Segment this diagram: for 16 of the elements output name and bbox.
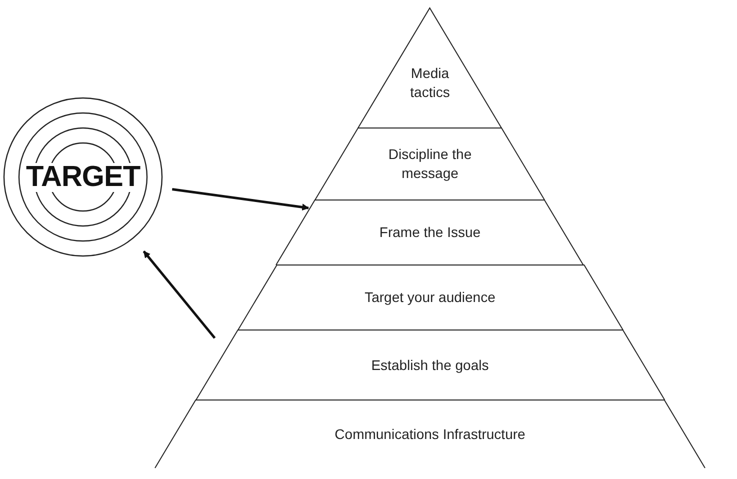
target-rings xyxy=(3,97,163,257)
pyramid-tier xyxy=(276,200,584,265)
tier-label: Frame the Issue xyxy=(379,223,481,242)
pyramid-tier xyxy=(238,265,622,330)
tier-label: Media tactics xyxy=(409,64,451,102)
pyramid-tier xyxy=(358,8,502,128)
target-label: TARGET xyxy=(24,162,142,192)
tier-label: Communications Infrastructure xyxy=(334,424,526,444)
tier-label: Discipline the message xyxy=(387,145,473,183)
tier-label: Target your audience xyxy=(364,288,496,307)
tier-label: Establish the goals xyxy=(371,356,489,374)
arrow xyxy=(172,188,310,211)
pyramid-tier xyxy=(155,400,705,468)
pyramid-tier xyxy=(315,128,545,200)
arrow xyxy=(142,250,216,339)
pyramid-tier xyxy=(196,330,664,400)
